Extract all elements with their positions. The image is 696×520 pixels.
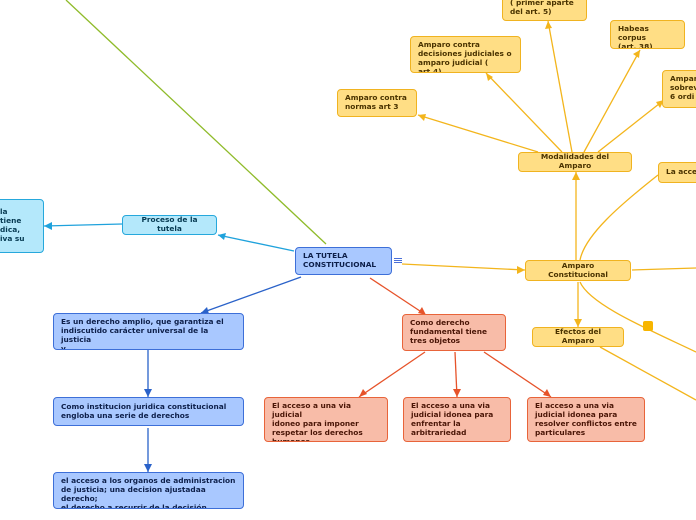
amparo-constitucional-node[interactable]: Amparo Constitucional bbox=[525, 260, 631, 281]
primer-aparte-node[interactable]: ( primer aparte del art. 5) bbox=[502, 0, 587, 21]
acceso-organos-node[interactable]: el acceso a los organos de administracio… bbox=[53, 472, 244, 509]
connector-central-amplio bbox=[200, 276, 302, 314]
connector-mod-normas bbox=[417, 114, 539, 153]
connector-objetos-obj3 bbox=[483, 351, 552, 398]
connector-central-proceso bbox=[217, 234, 295, 252]
connector-central-objetos bbox=[369, 277, 427, 316]
proceso-child-node[interactable]: la tiene dica, iva su bbox=[0, 199, 44, 253]
notes-icon[interactable] bbox=[394, 257, 402, 265]
derecho-amplio-node[interactable]: Es un derecho amplio, que garantiza el i… bbox=[53, 313, 244, 350]
connector-central-amparo bbox=[401, 263, 526, 271]
amparo-sobrev-node[interactable]: Ampar sobrev 6 ordi bbox=[662, 70, 696, 108]
connector-amparo-acceso bbox=[579, 174, 659, 261]
tres-objetos-node[interactable]: Como derecho fundamental tiene tres obje… bbox=[402, 314, 506, 351]
connector-green bbox=[65, 0, 327, 245]
connector-objetos-obj1 bbox=[358, 351, 426, 398]
acceso-right-node[interactable]: La acce bbox=[658, 162, 696, 183]
connector-amparo-lower bbox=[579, 281, 696, 353]
connector-proceso-child bbox=[43, 223, 123, 227]
efectos-amparo-node[interactable]: Efectos del Amparo bbox=[532, 327, 624, 347]
connector-mod-sobrev bbox=[597, 99, 665, 153]
modalidades-amparo-node[interactable]: Modalidades del Amparo bbox=[518, 152, 632, 172]
habeas-corpus-node[interactable]: Habeas corpus (art. 38) bbox=[610, 20, 685, 49]
amparo-normas-node[interactable]: Amparo contra normas art 3 bbox=[337, 89, 417, 117]
proceso-tutela-node[interactable]: Proceso de la tutela bbox=[122, 215, 217, 235]
connector-mod-habeas bbox=[583, 49, 641, 153]
amparo-decisiones-node[interactable]: Amparo contra decisiones judiciales o am… bbox=[410, 36, 521, 73]
central-topic-node[interactable]: LA TUTELA CONSTITUCIONAL bbox=[295, 247, 392, 275]
marker-icon[interactable] bbox=[643, 321, 653, 331]
objeto-arbitrariedad-node[interactable]: El acceso a una via judicial idonea para… bbox=[403, 397, 511, 442]
objeto-conflictos-node[interactable]: El acceso a una via judicial idonea para… bbox=[527, 397, 645, 442]
institucion-juridica-node[interactable]: Como institucion juridica constitucional… bbox=[53, 397, 244, 426]
connector-mod-decisiones bbox=[485, 72, 563, 153]
connector-amparo-right bbox=[631, 267, 696, 271]
objeto-derechos-humanos-node[interactable]: El acceso a una via judicial idoneo para… bbox=[264, 397, 388, 442]
connector-efectos-right bbox=[599, 346, 696, 401]
connector-mod-primer bbox=[547, 20, 573, 153]
